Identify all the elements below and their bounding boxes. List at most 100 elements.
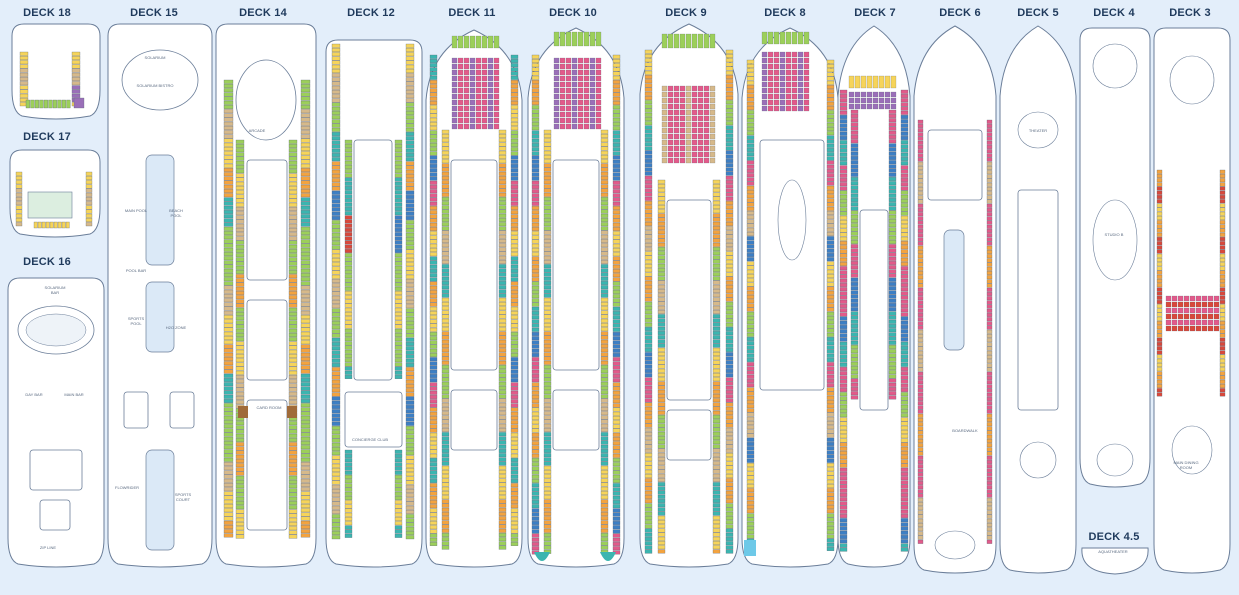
deck6-cabin [986,422,993,427]
deck12-cabin [394,337,403,342]
deck10-cabin [612,483,621,488]
deck12-cabin [344,470,353,475]
deck11-cabin [429,420,438,425]
deck6-cabin [986,266,993,271]
deck10-cabin [531,168,540,173]
deck9-cabin [712,415,721,419]
deck9-suite [667,151,674,158]
deck10-cabin [543,381,552,386]
deck11-cabin [441,318,450,323]
deck9-cabin [725,234,734,239]
deck9-cabin [712,440,721,445]
deck8-suite [791,105,798,112]
deck17-cabin [15,180,23,185]
deck9-suite [667,91,674,98]
deck7-cabin [900,312,909,317]
deck8-cabin [746,509,755,514]
deck14-cabin [223,176,234,181]
deck9-cabin [644,91,653,96]
deck7-cabin [839,354,848,359]
deck3-cabin [1156,287,1163,292]
deck9-cabin [644,230,653,235]
deck7-cabin [839,304,848,308]
deck7-cabin [900,535,909,539]
deck11-cabin [441,516,450,521]
deck15-bistro: SOLARIUM BISTRO [136,83,174,88]
deck9-suite [703,127,710,134]
deck14-cabin [235,522,245,526]
deck10-cabin [531,327,540,332]
deck10-cabin [543,180,552,185]
deck12-cabin [405,358,415,363]
deck11-cabin [510,302,519,307]
deck14-cabin [235,526,245,531]
deck11-cabin [441,411,450,416]
deck6-cabin [917,397,924,401]
deck8-cabin [826,164,835,169]
deck14-central-void [246,159,288,281]
deck10-cabin [600,268,609,273]
deck9-cabin [712,343,721,348]
deck7-cabin [839,295,848,300]
deck14-cabin [223,369,234,374]
deck10-suite [589,57,596,64]
deck11-suite [493,99,500,106]
deck11-cabin [441,386,450,390]
deck7-suite [890,75,897,89]
deck8-cabin [746,244,755,249]
deck11-cabin [510,537,519,542]
deck11-cabin [498,474,507,479]
deck14-cabin [300,92,311,97]
deck17-cabin [15,213,23,218]
deck14-cabin [288,400,298,405]
deck6-cabin [986,535,993,540]
deck12-central-void [353,139,393,381]
deck14-cabin [300,420,311,424]
deck8-cabin [746,110,755,115]
deck14-cabin [288,232,298,237]
deck9-suite [703,145,710,152]
deck14-cabin [300,390,311,395]
deck3-cabin [1156,195,1163,199]
deck14-cabin [235,446,245,451]
deck9-suite [709,85,716,92]
deck9-cabin [644,373,653,378]
deck8-suite [773,81,780,88]
deck10-cabin [543,415,552,420]
deck11-cabin [498,222,507,227]
deck3-cabin [1156,220,1163,225]
deck11-suite [451,105,458,112]
deck14-cabin [235,270,245,274]
deck8-suite [785,87,792,94]
deck10-suite [559,31,566,47]
deck8-suite [803,63,810,70]
deck7-suite [884,103,891,110]
deck14-cabin [223,487,234,492]
deck3-cabin [1156,329,1163,334]
deck14-cabin [223,411,234,416]
deck7-cabin [839,312,848,317]
deck10-cabin [531,336,540,341]
deck10-cabin [531,403,540,408]
deck17-cabin [15,188,23,193]
deck11-suite [487,57,494,64]
deck7-cabin [839,203,848,208]
deck9-cabin [712,444,721,449]
deck10-cabin [612,357,621,362]
deck3-cabin [1156,224,1163,229]
deck12-cabin [331,81,341,86]
deck9-cabin [712,381,721,386]
deck3-cabin [1156,274,1163,279]
deck11-cabin [510,298,519,303]
deck9-suite [709,127,716,134]
deck9-cabin [725,188,734,193]
deck11-cabin [441,134,450,138]
deck3-cabin [1156,375,1163,380]
deck10-suite [595,57,602,64]
deck3-cabin [1219,207,1226,212]
deck10-cabin [612,185,621,189]
deck12-cabin [331,493,341,498]
deck10-cabin [612,176,621,181]
deck17-cabin [85,184,93,189]
deck7-cabin [839,249,848,254]
